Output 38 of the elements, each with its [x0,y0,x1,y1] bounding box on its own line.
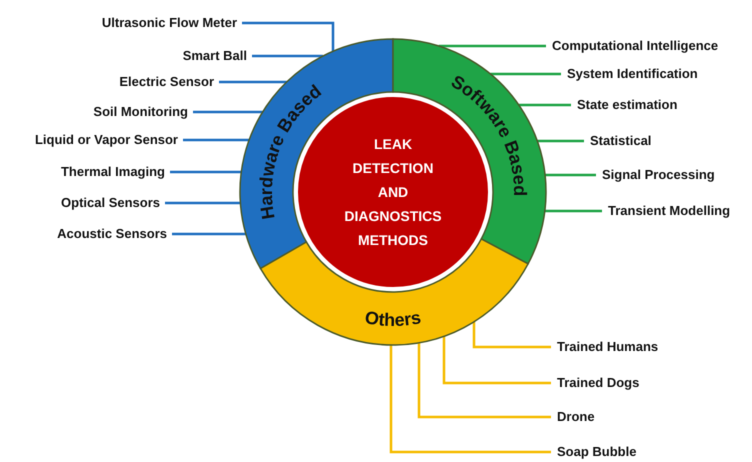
leader-line [170,170,242,174]
leader-line [165,202,240,204]
leader-line [390,344,551,454]
method-label: Acoustic Sensors [57,225,167,243]
method-label: State estimation [577,96,678,114]
leader-line [242,22,334,52]
leader-line [219,80,287,84]
method-label: Statistical [590,132,652,150]
leader-line [438,44,546,48]
leader-line [418,342,551,418]
method-label: Signal Processing [602,166,715,184]
leader-line [172,232,246,236]
method-label: Trained Humans [557,338,658,356]
method-label: Computational Intelligence [552,37,718,55]
leader-line [490,72,561,76]
method-label: Electric Sensor [119,73,214,91]
leader-line [183,138,250,142]
method-label: Optical Sensors [61,194,160,212]
method-label: Trained Dogs [557,374,640,392]
leader-line [193,110,263,114]
method-label: System Identification [567,65,698,83]
method-label: Soap Bubble [557,443,636,461]
leader-line [545,174,596,176]
leader-line [544,210,602,212]
method-label: Thermal Imaging [60,163,165,181]
method-label: Drone [557,408,595,426]
method-label: Ultrasonic Flow Meter [102,14,237,32]
leader-line [518,104,571,106]
leader-line [472,322,551,348]
leader-line [537,140,584,142]
method-label: Smart Ball [182,47,247,65]
method-label: Liquid or Vapor Sensor [34,131,178,149]
center-title: LEAK DETECTION AND DIAGNOSTICS METHODS [343,135,443,250]
method-label: Transient Modelling [608,202,730,220]
segment-label: Others [364,307,422,330]
method-label: Soil Monitoring [93,103,188,121]
leader-line [252,54,323,58]
leader-line [442,336,551,384]
